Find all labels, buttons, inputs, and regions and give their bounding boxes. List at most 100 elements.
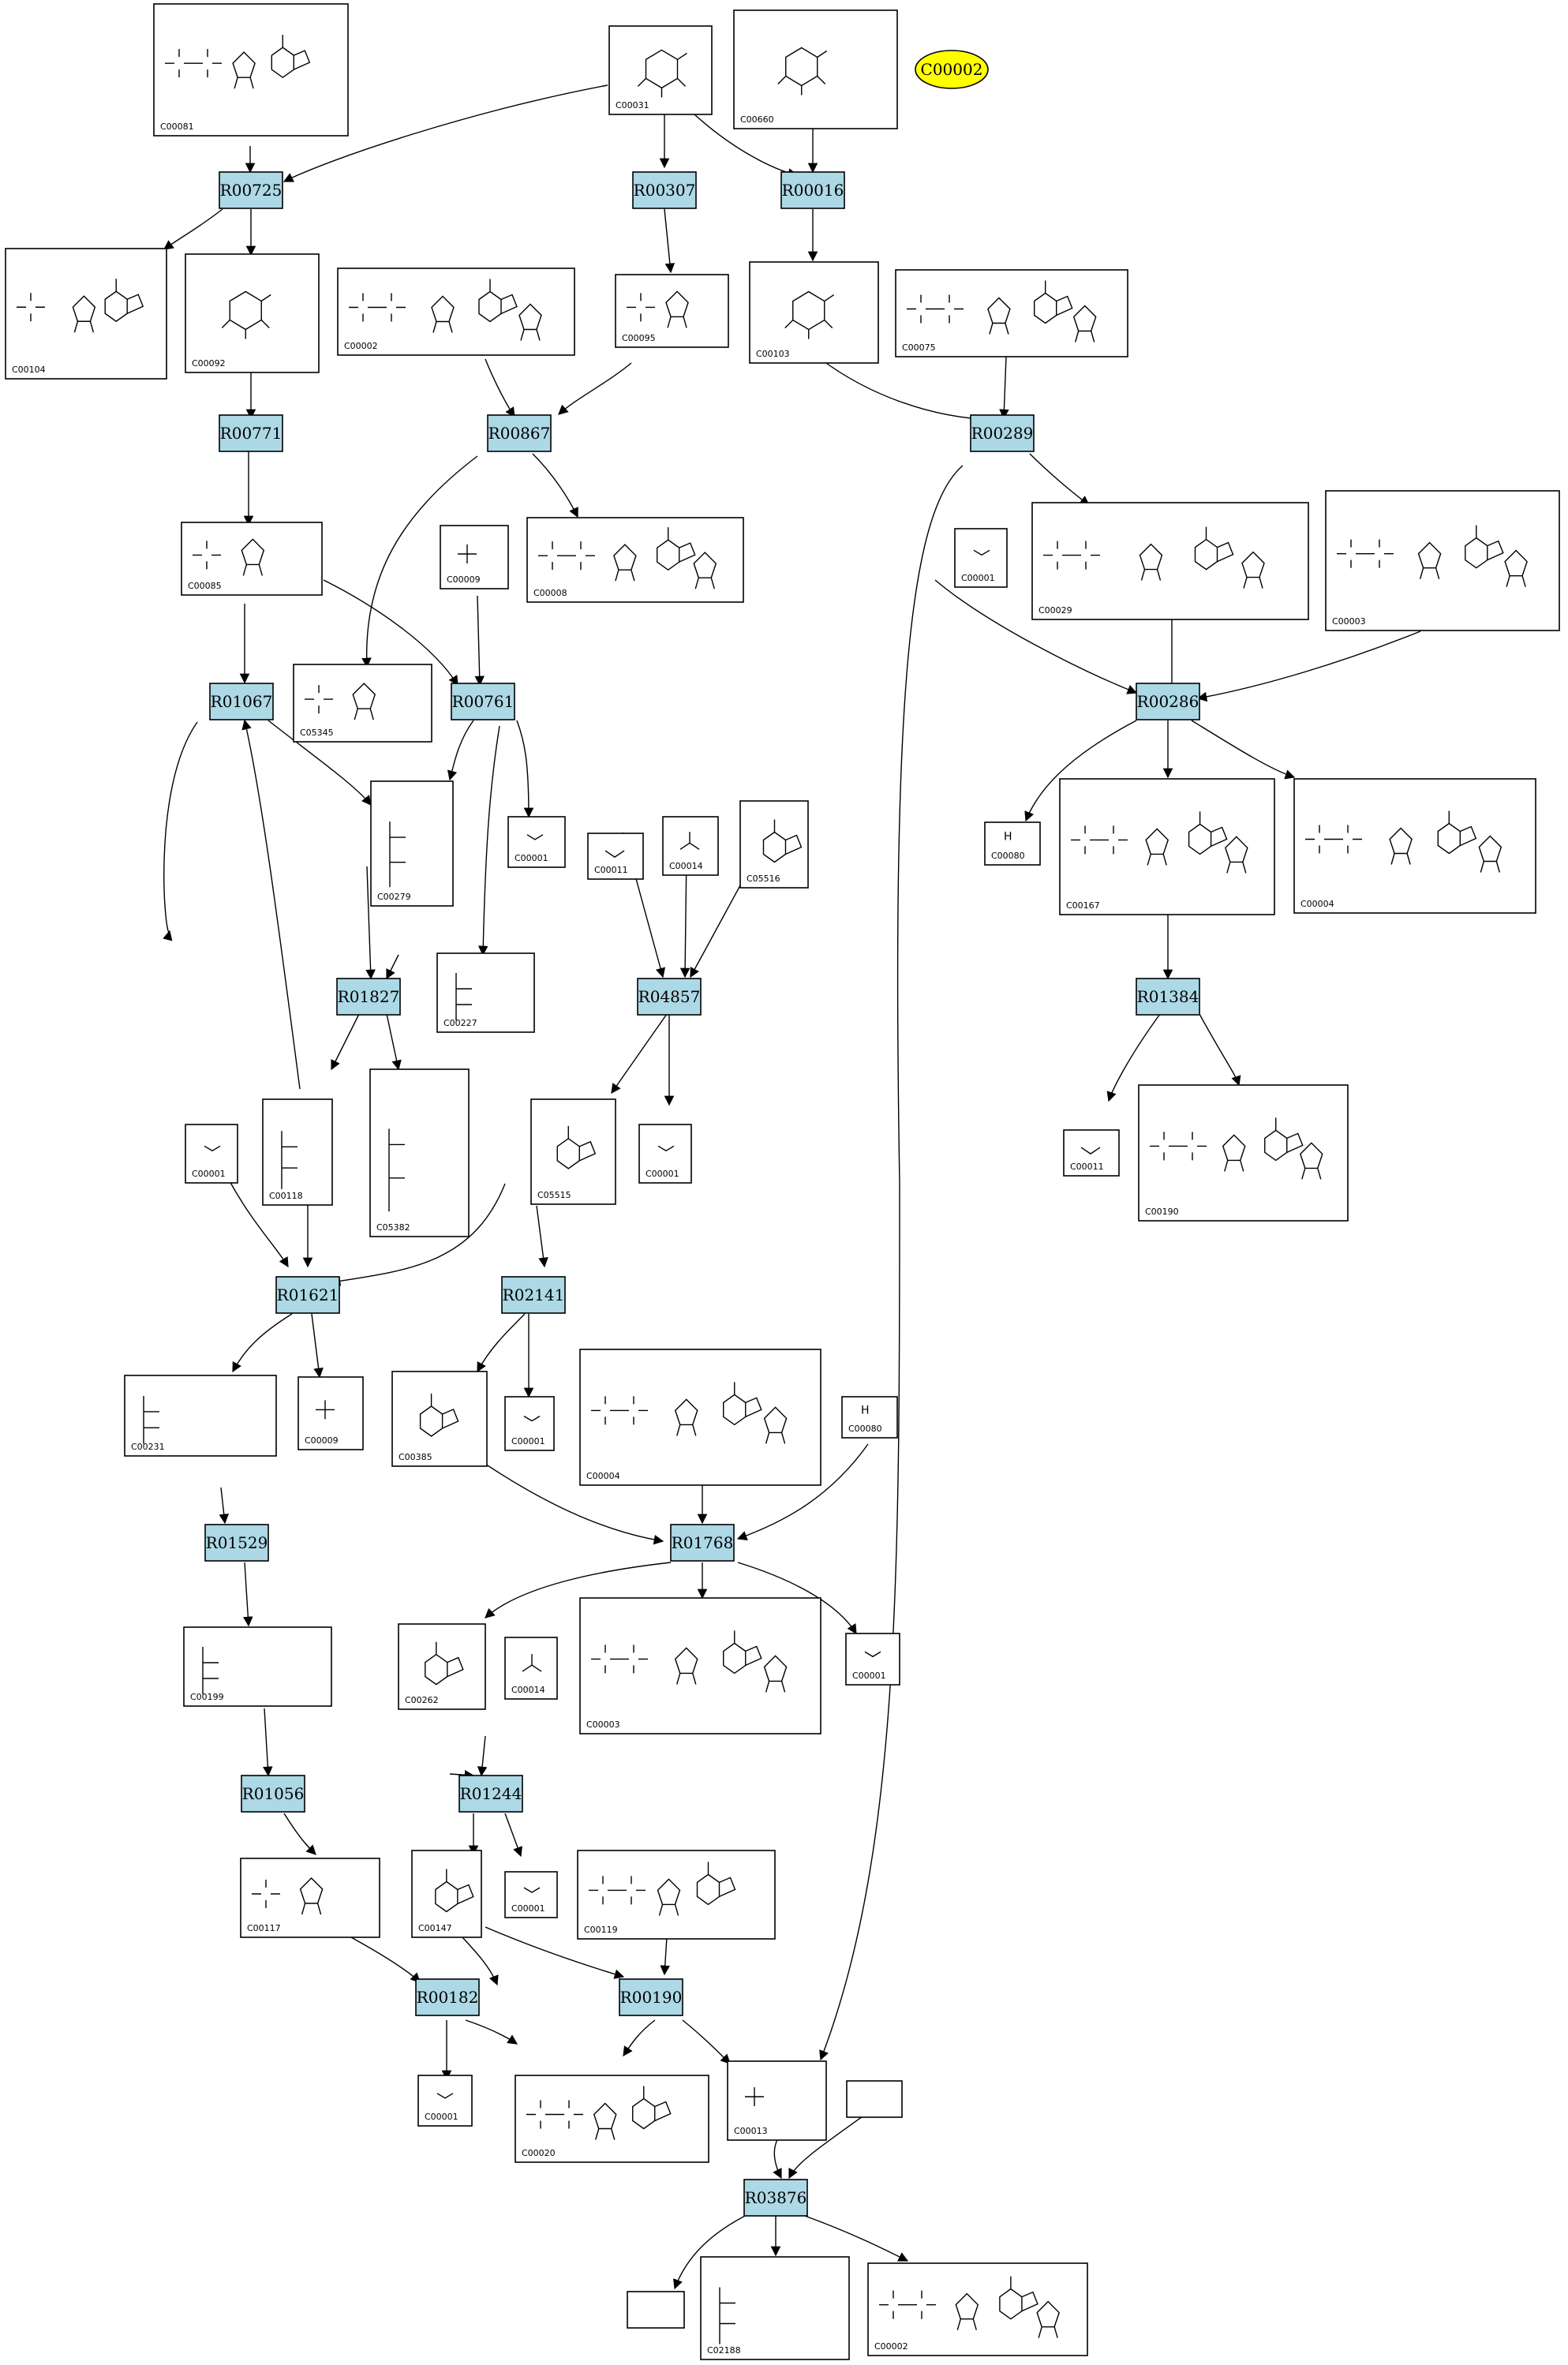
- reaction-node-r01827[interactable]: R01827: [336, 978, 401, 1016]
- compound-node-c00008[interactable]: C00008: [526, 517, 744, 603]
- compound-id-label: C00231: [131, 1442, 165, 1452]
- compound-node-c00118[interactable]: C00118: [262, 1098, 333, 1206]
- reaction-node-r01768[interactable]: R01768: [670, 1524, 735, 1562]
- compound-id-label: C00004: [1300, 899, 1334, 909]
- compound-node-blank1[interactable]: [846, 2080, 903, 2118]
- compound-node-c00001b[interactable]: C00001: [507, 816, 566, 868]
- reaction-node-r03876[interactable]: R03876: [743, 2179, 808, 2217]
- structure-pi: [458, 544, 477, 563]
- compound-node-c00014a[interactable]: C00014: [662, 816, 719, 876]
- reaction-node-r00190[interactable]: R00190: [619, 1978, 683, 2016]
- compound-id-label: C00020: [522, 2148, 556, 2158]
- compound-node-c00003b[interactable]: C00003: [579, 1597, 821, 1734]
- compound-node-c00020[interactable]: C00020: [515, 2075, 709, 2163]
- reaction-node-r02141[interactable]: R02141: [501, 1276, 566, 1314]
- compound-node-c00014b[interactable]: C00014: [504, 1637, 558, 1700]
- compound-node-c00104[interactable]: C00104: [5, 248, 167, 380]
- compound-node-c00031[interactable]: C00031: [608, 25, 713, 115]
- reaction-label: R03876: [745, 2188, 807, 2207]
- compound-node-c00103[interactable]: C00103: [749, 261, 879, 364]
- reaction-node-r01384[interactable]: R01384: [1136, 978, 1200, 1016]
- reaction-node-r01529[interactable]: R01529: [204, 1524, 269, 1562]
- compound-node-c05345[interactable]: C05345: [293, 664, 432, 743]
- compound-node-c00227[interactable]: C00227: [436, 952, 535, 1033]
- reaction-node-r00286[interactable]: R00286: [1136, 683, 1200, 720]
- compound-node-c05382[interactable]: C05382: [369, 1068, 470, 1237]
- compound-node-c00002b[interactable]: C00002: [867, 2262, 1088, 2356]
- compound-node-c00001h[interactable]: C00001: [417, 2075, 473, 2127]
- compound-node-c00001g[interactable]: C00001: [504, 1871, 558, 1918]
- compound-id-label: C00014: [511, 1685, 545, 1695]
- compound-node-c00119[interactable]: C00119: [577, 1850, 776, 1940]
- compound-node-c00029[interactable]: C00029: [1031, 502, 1309, 620]
- compound-node-c00001a[interactable]: C00001: [954, 528, 1008, 588]
- reaction-node-r01244[interactable]: R01244: [458, 1775, 523, 1813]
- reaction-node-r01621[interactable]: R01621: [275, 1276, 340, 1314]
- compound-node-c00009b[interactable]: C00009: [298, 1376, 364, 1450]
- compound-node-c05516[interactable]: C05516: [739, 800, 809, 889]
- compound-node-c00003a[interactable]: C00003: [1325, 490, 1560, 631]
- structure-h: H: [1004, 830, 1012, 843]
- compound-node-c00385[interactable]: C00385: [391, 1371, 488, 1467]
- compound-node-c00009a[interactable]: C00009: [440, 525, 509, 589]
- reaction-label: R00190: [620, 1988, 683, 2007]
- structure-nh3: [522, 1654, 542, 1672]
- compound-id-label: C00009: [305, 1435, 339, 1446]
- compound-node-c00001e[interactable]: C00001: [504, 1396, 555, 1451]
- compound-node-c00002a[interactable]: C00002: [337, 268, 575, 356]
- compound-id-label: C00001: [852, 1671, 886, 1681]
- compound-id-label: C00085: [188, 581, 222, 591]
- reaction-node-r00307[interactable]: R00307: [632, 171, 697, 209]
- compound-node-c05515[interactable]: C05515: [530, 1098, 616, 1205]
- reaction-node-r00725[interactable]: R00725: [219, 171, 283, 209]
- compound-id-label: C00001: [425, 2112, 458, 2122]
- reaction-node-r00761[interactable]: R00761: [451, 683, 515, 720]
- compound-id-label: C00001: [192, 1169, 226, 1179]
- compound-node-c00092[interactable]: C00092: [185, 253, 320, 373]
- compound-node-c00004b[interactable]: C00004: [579, 1349, 821, 1486]
- reaction-node-r00867[interactable]: R00867: [487, 414, 552, 452]
- reaction-label: R01056: [242, 1784, 305, 1803]
- compound-node-c00095[interactable]: C00095: [615, 274, 729, 348]
- compound-node-c00262[interactable]: C00262: [398, 1623, 486, 1710]
- reaction-node-r00771[interactable]: R00771: [219, 414, 283, 452]
- compound-node-c00231[interactable]: C00231: [124, 1375, 277, 1457]
- compound-node-c00011a[interactable]: C00011: [587, 833, 644, 880]
- compound-node-blank2[interactable]: [627, 2291, 685, 2329]
- highlighted-compound[interactable]: C00002: [915, 50, 989, 89]
- compound-node-c00075[interactable]: C00075: [895, 269, 1128, 357]
- compound-node-c00117[interactable]: C00117: [240, 1858, 380, 1938]
- compound-id-label: C00262: [405, 1695, 439, 1705]
- compound-node-c00147[interactable]: C00147: [411, 1850, 482, 1938]
- highlighted-compound-label: C00002: [921, 60, 983, 79]
- reaction-node-r04857[interactable]: R04857: [637, 978, 702, 1016]
- compound-node-c00081[interactable]: C00081: [153, 3, 349, 137]
- compound-id-label: C00660: [740, 114, 774, 125]
- reaction-node-r00016[interactable]: R00016: [780, 171, 845, 209]
- reaction-label: R00771: [220, 424, 283, 443]
- compound-node-c00001f[interactable]: C00001: [845, 1633, 900, 1686]
- compound-node-c00001c[interactable]: C00001: [185, 1124, 238, 1184]
- compound-node-c00190[interactable]: C00190: [1138, 1084, 1349, 1222]
- compound-node-c00001d[interactable]: C00001: [638, 1124, 692, 1184]
- compound-node-c00199[interactable]: C00199: [183, 1626, 332, 1707]
- reaction-node-r00182[interactable]: R00182: [415, 1978, 480, 2016]
- reaction-label: R00182: [417, 1988, 479, 2007]
- compound-id-label: C00003: [586, 1719, 620, 1730]
- reaction-node-r01056[interactable]: R01056: [241, 1775, 305, 1813]
- compound-node-c02188[interactable]: C02188: [700, 2256, 850, 2360]
- compound-node-c00004a[interactable]: C00004: [1293, 778, 1536, 914]
- compound-node-c00167[interactable]: C00167: [1059, 778, 1275, 915]
- compound-id-label: C00031: [616, 100, 649, 110]
- reaction-node-r00289[interactable]: R00289: [970, 414, 1035, 452]
- compound-node-c00011b[interactable]: C00011: [1063, 1129, 1120, 1177]
- compound-id-label: C00167: [1066, 900, 1100, 911]
- compound-node-c00013[interactable]: C00013: [727, 2060, 827, 2141]
- reaction-node-r01067[interactable]: R01067: [209, 683, 274, 720]
- compound-id-label: C00095: [622, 333, 656, 343]
- compound-node-c00279[interactable]: C00279: [370, 780, 454, 907]
- compound-node-c00085[interactable]: C00085: [181, 522, 323, 596]
- compound-node-c00660[interactable]: C00660: [733, 9, 898, 129]
